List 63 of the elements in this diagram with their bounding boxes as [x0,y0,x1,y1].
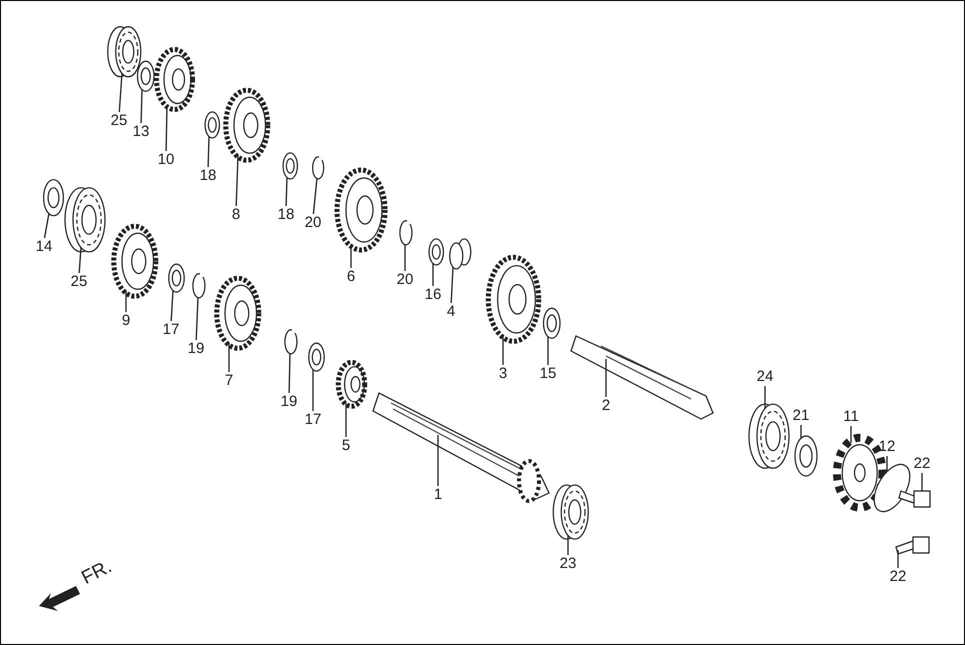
callout-number: 4 [446,304,456,320]
leader-line [404,244,406,271]
leader-line [165,104,168,152]
callout-number: 23 [560,556,576,572]
leader-line [432,263,434,286]
callout-number: 12 [878,439,896,455]
leader-line [850,426,852,443]
leader-line [547,336,549,365]
callout-number: 15 [540,366,556,382]
leader-line [125,291,127,312]
leader-line [288,352,291,394]
callout-number: 6 [346,269,356,285]
leader-line [450,266,454,304]
leader-line [567,535,569,555]
leader-line [44,212,50,238]
callout-number: 9 [122,313,130,329]
callout-number: 1 [434,487,442,503]
leader-line [285,176,288,206]
leader-line [207,136,210,168]
leader-line [437,435,439,486]
leader-line [345,403,347,437]
callout-number: 21 [792,408,810,424]
leader-line [228,343,230,372]
callout-number: 16 [424,287,442,303]
callout-number: 5 [342,438,350,454]
callout-number: 18 [200,168,216,184]
leader-line [502,335,504,365]
callout-number: 13 [132,124,150,140]
leader-line [196,296,199,340]
callout-number: 2 [602,398,610,414]
callout-number: 20 [396,272,414,288]
callout-number: 11 [843,409,859,425]
leader-line [118,72,123,112]
callout-number: 25 [70,274,88,290]
callout-number: 8 [232,207,240,223]
leader-line [764,386,766,409]
callout-number: 20 [304,215,322,231]
leader-line [800,425,802,439]
direction-label: FR. [80,558,114,588]
leader-line [350,244,352,268]
callout-number: 19 [280,394,298,410]
callout-number: 10 [158,152,174,168]
callout-number: 14 [36,239,52,255]
callout-number: 7 [224,373,234,389]
callout-number: 19 [188,341,204,357]
leader-line [897,550,899,568]
callout-number: 17 [304,412,322,428]
leader-line [312,369,314,411]
callout-number: 3 [498,366,508,382]
leader-line [140,88,143,124]
leader-line [921,473,923,491]
leader-line [886,456,888,471]
leader-line [78,246,82,274]
callout-number: 22 [914,456,930,472]
leader-line [236,154,239,206]
leader-line [312,178,318,214]
callout-number: 22 [890,569,906,585]
callout-number: 17 [162,322,180,338]
leader-line [605,359,607,397]
leader-line [170,290,174,322]
callout-number: 25 [110,113,128,129]
callout-number: 24 [756,369,774,385]
callout-number: 18 [278,207,294,223]
